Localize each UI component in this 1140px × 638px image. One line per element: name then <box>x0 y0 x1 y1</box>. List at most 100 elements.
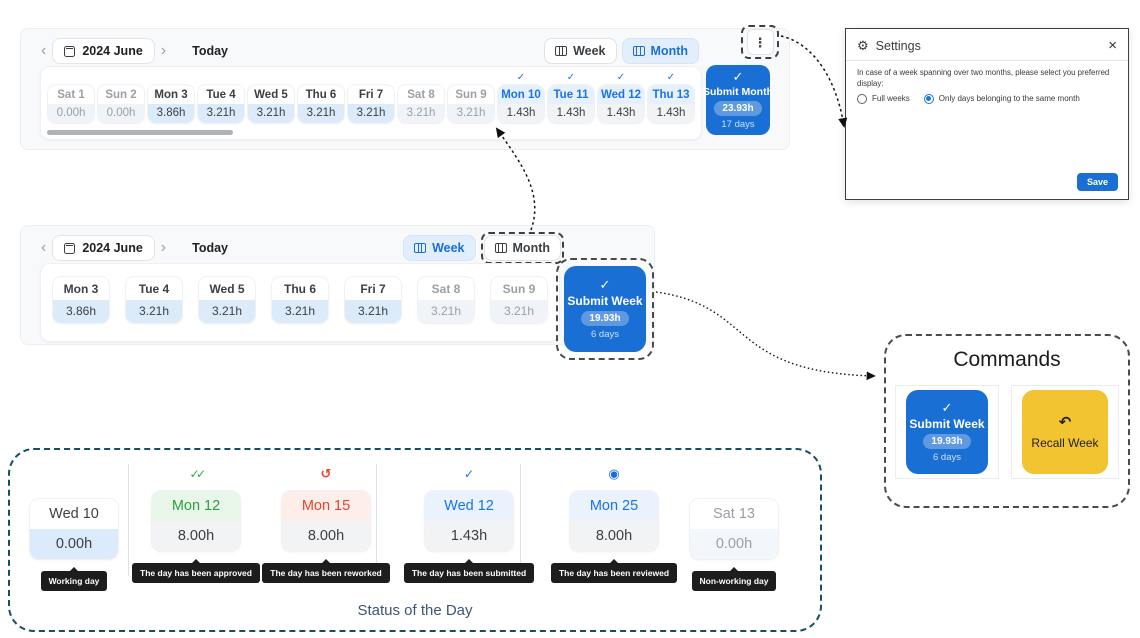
save-button[interactable]: Save <box>1076 173 1118 191</box>
day-hours: 3.21h <box>348 104 394 123</box>
calendar-icon <box>64 242 76 254</box>
day-hours: 8.00h <box>282 521 370 551</box>
next-month-button[interactable]: › <box>155 43 172 59</box>
recall-week-label: Recall Week <box>1031 435 1099 450</box>
settings-body: In case of a week spanning over two mont… <box>846 61 1128 111</box>
next-week-button[interactable]: › <box>155 240 172 256</box>
status-tooltip: Working day <box>40 567 108 591</box>
radio-same-month[interactable]: Only days belonging to the same month <box>923 93 1080 104</box>
day-chip-box: Thu 6 3.21h <box>272 277 328 323</box>
today-button[interactable]: Today <box>192 241 229 255</box>
settings-header: ⚙ Settings × <box>846 29 1128 61</box>
day-hours: 8.00h <box>152 521 240 551</box>
day-hours: 3.21h <box>491 300 547 323</box>
week-toggle-button[interactable]: Week <box>403 235 476 261</box>
prev-month-button[interactable]: ‹ <box>35 43 52 59</box>
view-toggle: Week Month <box>403 232 564 264</box>
month-toggle-button[interactable]: Month <box>621 38 699 64</box>
undo-icon: ↶ <box>1058 413 1072 431</box>
day-chip[interactable]: ✓ Wed 5 3.21h <box>199 277 255 323</box>
recall-week-button[interactable]: ↶ Recall Week <box>1022 390 1108 474</box>
day-chip[interactable]: ✓ Sat 1 0.00h <box>48 72 94 123</box>
calendar-icon <box>64 45 76 57</box>
submit-month-button[interactable]: ✓ Submit Month 23.93h 17 days <box>703 65 773 135</box>
submit-week-button[interactable]: ✓ Submit Week 19.93h 6 days <box>906 390 988 474</box>
day-chip[interactable]: ✓ Sun 9 3.21h <box>448 72 494 123</box>
day-chip[interactable]: ✓ Sun 9 3.21h <box>491 277 547 323</box>
day-chip[interactable]: ✓ Fri 7 3.21h <box>345 277 401 323</box>
day-chip[interactable]: ✓ Wed 5 3.21h <box>248 72 294 123</box>
day-chip-box: Fri 7 3.21h <box>348 85 394 123</box>
day-chip[interactable]: ✓ Tue 4 3.21h <box>126 277 182 323</box>
day-label: Wed 10 <box>30 499 118 529</box>
day-chip[interactable]: ✓ Mon 3 3.86h <box>148 72 194 123</box>
status-icon: ✓ <box>463 467 475 481</box>
columns-icon <box>555 46 568 56</box>
day-chip[interactable]: ✓ Mon 3 3.86h <box>53 277 109 323</box>
day-chip[interactable]: ✓ Mon 10 1.43h <box>498 72 544 123</box>
day-hours: 1.43h <box>498 104 544 123</box>
status-day-card: ✓ Wed 12 1.43h The day has been submitte… <box>403 460 535 583</box>
check-icon: ✓ <box>616 72 626 83</box>
day-chip-box: Tue 11 1.43h <box>548 85 594 123</box>
commands-row: ✓ Submit Week 19.93h 6 days ↶ Recall Wee… <box>886 385 1128 479</box>
columns-icon <box>494 243 507 253</box>
day-hours: 3.21h <box>398 104 444 123</box>
day-chip-box: Mon 3 3.86h <box>148 85 194 123</box>
day-chip-box: Sat 8 3.21h <box>418 277 474 323</box>
day-chip[interactable]: ✓ Sun 2 0.00h <box>98 72 144 123</box>
status-day-card: ✓✓ Mon 12 8.00h The day has been approve… <box>132 460 260 583</box>
day-hours: 3.21h <box>345 300 401 323</box>
prev-week-button[interactable]: ‹ <box>35 240 52 256</box>
status-day-card: Wed 10 0.00h Working day <box>28 460 120 591</box>
month-toggle-label: Month <box>650 44 688 58</box>
day-hours: 3.21h <box>198 104 244 123</box>
month-selector[interactable]: 2024 June <box>52 38 155 64</box>
status-day-card: Sat 13 0.00h Non-working day <box>688 460 780 591</box>
day-label: Sat 8 <box>398 85 444 104</box>
radio-icon[interactable] <box>857 93 867 104</box>
day-label: Sat 8 <box>418 277 474 300</box>
horizontal-scrollbar[interactable] <box>47 130 233 135</box>
kebab-menu-icon[interactable]: ⋮ <box>746 29 774 55</box>
day-label: Wed 12 <box>598 85 644 104</box>
day-chip[interactable]: ✓ Fri 7 3.21h <box>348 72 394 123</box>
day-label: Mon 25 <box>570 491 658 521</box>
day-chip[interactable]: ✓ Thu 6 3.21h <box>272 277 328 323</box>
day-chip[interactable]: ✓ Thu 13 1.43h <box>648 72 694 123</box>
days-count: 17 days <box>721 119 755 130</box>
day-chip-large: Mon 15 8.00h <box>282 491 370 551</box>
month-toggle-button[interactable]: Month <box>483 235 561 261</box>
day-chip[interactable]: ✓ Tue 4 3.21h <box>198 72 244 123</box>
submit-week-button[interactable]: ✓ Submit Week 19.93h 6 days <box>564 266 646 352</box>
radio-full-weeks-label: Full weeks <box>872 94 910 104</box>
settings-popup: ⚙ Settings × In case of a week spanning … <box>845 28 1129 200</box>
day-label: Mon 3 <box>148 85 194 104</box>
day-chip[interactable]: ✓ Sat 8 3.21h <box>418 277 474 323</box>
total-hours-badge: 19.93h <box>581 311 629 326</box>
gear-icon: ⚙ <box>857 38 869 53</box>
settings-title: Settings <box>875 38 921 53</box>
divider <box>128 464 129 576</box>
week-view-header: ‹ 2024 June › Today Week Month <box>35 232 642 264</box>
day-hours: 0.00h <box>690 529 778 559</box>
close-icon[interactable]: × <box>1108 37 1117 54</box>
radio-selected-icon[interactable] <box>923 93 934 104</box>
day-chip[interactable]: ✓ Tue 11 1.43h <box>548 72 594 123</box>
day-chip[interactable]: ✓ Wed 12 1.43h <box>598 72 644 123</box>
radio-full-weeks[interactable]: Full weeks <box>857 93 910 104</box>
columns-icon <box>414 243 427 253</box>
kebab-annotation-box: ⋮ <box>741 25 779 59</box>
submit-week-label: Submit Week <box>909 417 985 431</box>
day-label: Mon 15 <box>282 491 370 521</box>
week-toggle-button[interactable]: Week <box>544 38 617 64</box>
day-chip-box: Mon 10 1.43h <box>498 85 544 123</box>
day-label: Mon 10 <box>498 85 544 104</box>
day-chip[interactable]: ✓ Thu 6 3.21h <box>298 72 344 123</box>
day-chip[interactable]: ✓ Sat 8 3.21h <box>398 72 444 123</box>
month-selector[interactable]: 2024 June <box>52 235 155 261</box>
today-button[interactable]: Today <box>192 44 229 58</box>
week-days-strip: ✓ Mon 3 3.86h ✓ Tue 4 3.21h ✓ Wed 5 3.21… <box>40 263 560 342</box>
month-toggle-annotation: Month <box>480 232 564 264</box>
day-chip-box: Wed 5 3.21h <box>199 277 255 323</box>
